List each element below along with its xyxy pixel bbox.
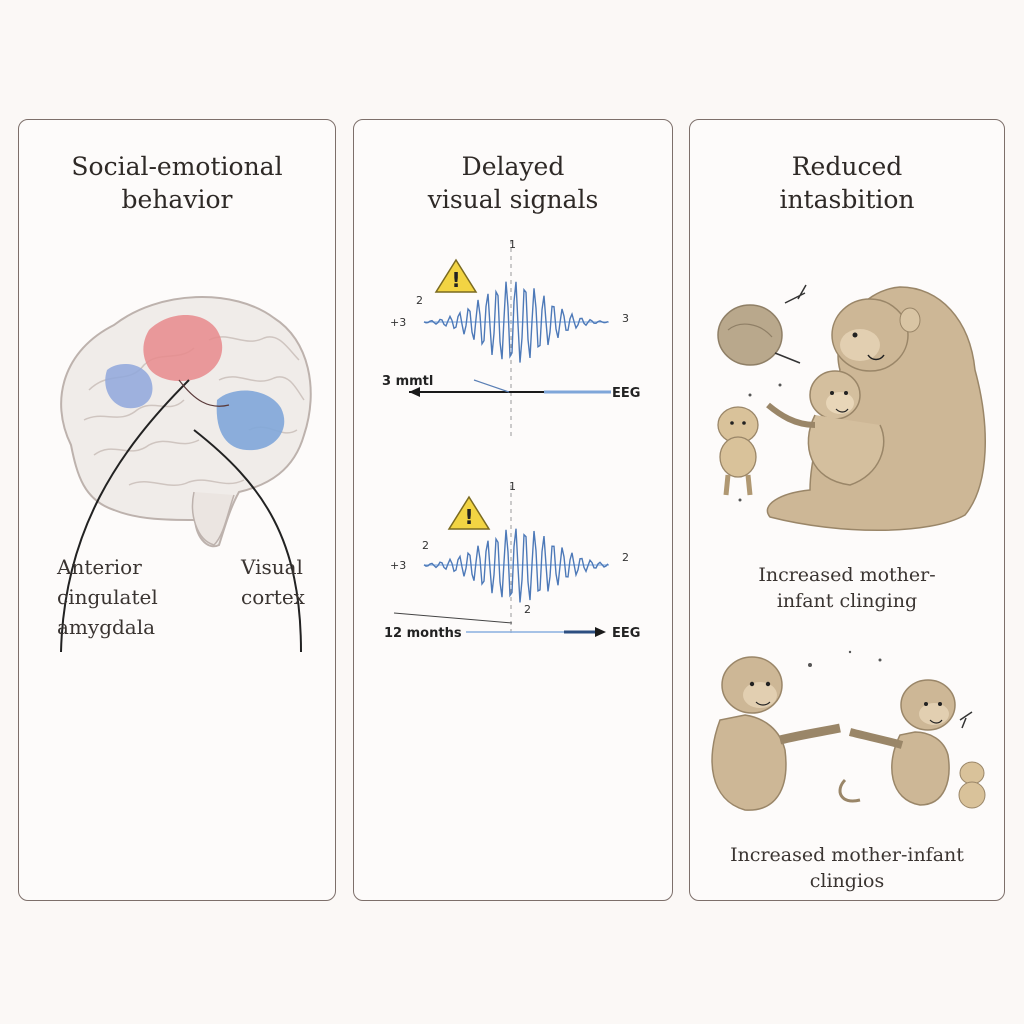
label-anterior-cingulate: Anterior cingulatel amygdala [57,552,158,642]
eeg-trace-3-months: ! +3 1 3 2 3 mmtl EEG [382,238,640,440]
title-line-1: Social-emotional [71,152,283,181]
eeg-waveform [423,528,609,603]
title-line-2: intasbition [779,185,915,214]
time-label: 12 months [384,626,462,641]
eeg-label: EEG [612,386,640,401]
small-mark: 2 [416,294,423,307]
top-mark: 1 [509,480,516,493]
panel-title: Reduced intasbition [690,150,1004,216]
time-label: 3 mmtl [382,374,433,389]
caption-1: Increased mother- infant clinging [690,562,1004,614]
eeg-label: EEG [612,626,640,641]
svg-text:!: ! [451,268,460,292]
warning-icon [447,495,491,530]
caption-line: Increased mother- [758,564,936,586]
left-mark: +3 [390,559,406,572]
top-mark: 1 [509,238,516,251]
right-mark: 3 [622,312,629,325]
eeg-waveform [423,281,609,363]
warning-icon [434,258,478,293]
eeg-trace-12-months: ! +3 1 2 2 2 12 months EEG [384,480,640,641]
bottom-mark: 2 [524,603,531,616]
title-line-2: visual signals [427,185,599,214]
label-line: cingulatel [57,585,158,609]
right-mark: 2 [622,551,629,564]
panel-title: Delayed visual signals [354,150,672,216]
label-line: cortex [241,585,305,609]
svg-text:!: ! [464,505,473,529]
infants-interaction-illustration [711,650,986,811]
panel-delayed-visual: Delayed visual signals ! +3 1 3 2 3 mmtl… [353,119,673,901]
left-mark: +3 [390,316,406,329]
panel-title: Social-emotional behavior [19,150,335,216]
caption-line: clingios [809,870,885,892]
title-line-2: behavior [121,185,233,214]
label-visual-cortex: Visual cortex [241,552,305,612]
caption-2: Increased mother-infant clingios [690,842,1004,894]
caption-line: Increased mother-infant [730,844,964,866]
title-line-1: Delayed [461,152,565,181]
panel-reduced-inhibition: Reduced intasbition [689,119,1005,901]
title-line-1: Reduced [791,152,903,181]
caption-line: infant clinging [776,590,918,612]
mother-infant-illustration [717,284,986,531]
label-line: Anterior [57,555,142,579]
label-line: amygdala [57,615,156,639]
brain-illustration [60,296,312,653]
label-line: Visual [241,555,303,579]
small-mark: 2 [422,539,429,552]
panel-social-emotional: Social-emotional behavior Anterior cingu [18,119,336,901]
